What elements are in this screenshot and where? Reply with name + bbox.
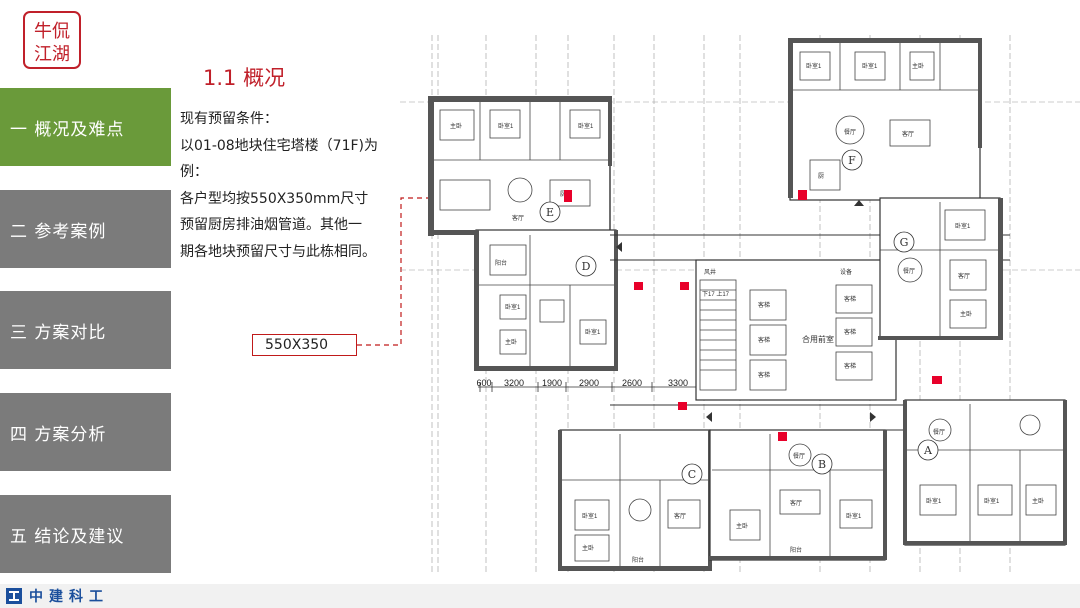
company-emblem-icon: [6, 588, 22, 604]
room-label: 客厅: [958, 272, 970, 280]
footer-bar: [0, 584, 1080, 608]
core-label: 合用前室: [802, 334, 834, 344]
nav-item-label: 二 参考案例: [10, 221, 107, 242]
nav-item-reference-cases[interactable]: 二 参考案例: [0, 190, 171, 268]
body-line: 各户型均按550X350mm尺寸: [180, 190, 369, 207]
room-label: 主卧: [582, 544, 594, 552]
exhaust-shaft-marker: [798, 190, 807, 200]
room-label: 卧室1: [578, 122, 594, 130]
logo-seal: 牛侃 江湖: [22, 10, 82, 70]
nav-item-label: 五 结论及建议: [10, 526, 125, 547]
unit-label-f: F: [848, 154, 856, 167]
dim-2900: 2900: [579, 378, 599, 388]
exhaust-shaft-marker: [678, 402, 687, 410]
body-line: 例：: [180, 164, 208, 180]
room-label: 餐厅: [844, 128, 856, 136]
body-line: 预留厨房排油烟管道。其他一: [180, 217, 362, 233]
body-line: 期各地块预留尺寸与此栋相同。: [180, 243, 376, 260]
room-label: 卧室1: [862, 62, 878, 70]
room-label: 风井: [704, 268, 716, 276]
room-label: 客梯: [844, 362, 856, 370]
floor-plan: 600 3200 1900 2900 2600 3300 主卧 卧室1 卧室1 …: [400, 35, 1080, 575]
room-label: 阳台: [495, 259, 507, 267]
room-label: 餐厅: [903, 267, 915, 275]
unit-label-d: D: [582, 260, 591, 273]
footer-logo: 中建科工: [5, 586, 109, 606]
room-label: 卧室1: [846, 512, 862, 520]
exhaust-shaft-marker: [634, 282, 643, 290]
room-label: 卧室1: [926, 497, 942, 505]
room-label: 厨: [818, 173, 824, 180]
dim-600: 600: [476, 378, 491, 388]
svg-text:江湖: 江湖: [34, 44, 70, 65]
room-label: 客梯: [758, 336, 770, 344]
room-label: 主卧: [736, 522, 748, 530]
nav-item-label: 一 概况及难点: [10, 119, 125, 140]
room-label: 主卧: [960, 310, 972, 318]
room-label: 客梯: [844, 295, 856, 303]
room-label: 客厅: [674, 512, 686, 520]
room-label: 客梯: [758, 301, 770, 309]
exhaust-shaft-marker: [778, 432, 787, 441]
room-label: 主卧: [505, 338, 517, 346]
unit-label-e: E: [546, 206, 554, 219]
dim-3300: 3300: [668, 378, 688, 388]
room-label: 厨: [560, 191, 566, 198]
dim-2600: 2600: [622, 378, 642, 388]
page-title: 1.1 概况: [203, 66, 286, 90]
room-label: 阳台: [632, 556, 644, 564]
unit-label-b: B: [818, 458, 826, 471]
room-label: 客厅: [512, 214, 524, 222]
company-name: 中建科工: [29, 589, 109, 605]
room-label: 客梯: [758, 371, 770, 379]
stair-label: 下17 上17: [702, 290, 730, 298]
dim-1900: 1900: [542, 378, 562, 388]
nav-item-label: 三 方案对比: [10, 322, 107, 343]
room-label: 设备: [840, 268, 852, 276]
room-label: 卧室1: [984, 497, 1000, 505]
room-label: 主卧: [912, 62, 924, 70]
dimension-callout: 550X350: [252, 334, 357, 356]
room-label: 客梯: [844, 328, 856, 336]
room-label: 卧室1: [585, 328, 601, 336]
exhaust-shaft-marker: [680, 282, 689, 290]
room-label: 卧室1: [582, 512, 598, 520]
room-label: 主卧: [450, 122, 462, 130]
body-text: 现有预留条件： 以01-08地块住宅塔楼（71F)为 例： 各户型均按550X3…: [180, 106, 395, 265]
room-label: 卧室1: [806, 62, 822, 70]
room-label: 卧室1: [498, 122, 514, 130]
body-line: 现有预留条件：: [180, 111, 278, 127]
room-label: 主卧: [1032, 497, 1044, 505]
nav-item-label: 四 方案分析: [10, 424, 107, 445]
unit-label-c: C: [688, 468, 696, 481]
dim-3200: 3200: [504, 378, 524, 388]
room-label: 客厅: [790, 499, 802, 507]
room-label: 客厅: [902, 130, 914, 138]
nav-item-scheme-comparison[interactable]: 三 方案对比: [0, 291, 171, 369]
nav-item-conclusion[interactable]: 五 结论及建议: [0, 495, 171, 573]
body-line: 以01-08地块住宅塔楼（71F)为: [180, 137, 379, 154]
room-label: 餐厅: [933, 428, 945, 436]
unit-label-g: G: [900, 236, 909, 249]
unit-label-a: A: [923, 444, 933, 457]
room-label: 卧室1: [955, 222, 971, 230]
room-label: 卧室1: [505, 303, 521, 311]
svg-text:牛侃: 牛侃: [34, 21, 70, 42]
room-label: 餐厅: [793, 452, 805, 460]
room-label: 阳台: [790, 546, 802, 554]
nav-item-scheme-analysis[interactable]: 四 方案分析: [0, 393, 171, 471]
exhaust-shaft-marker: [564, 190, 572, 202]
nav-item-overview[interactable]: 一 概况及难点: [0, 88, 171, 166]
exhaust-shaft-marker: [932, 376, 942, 384]
